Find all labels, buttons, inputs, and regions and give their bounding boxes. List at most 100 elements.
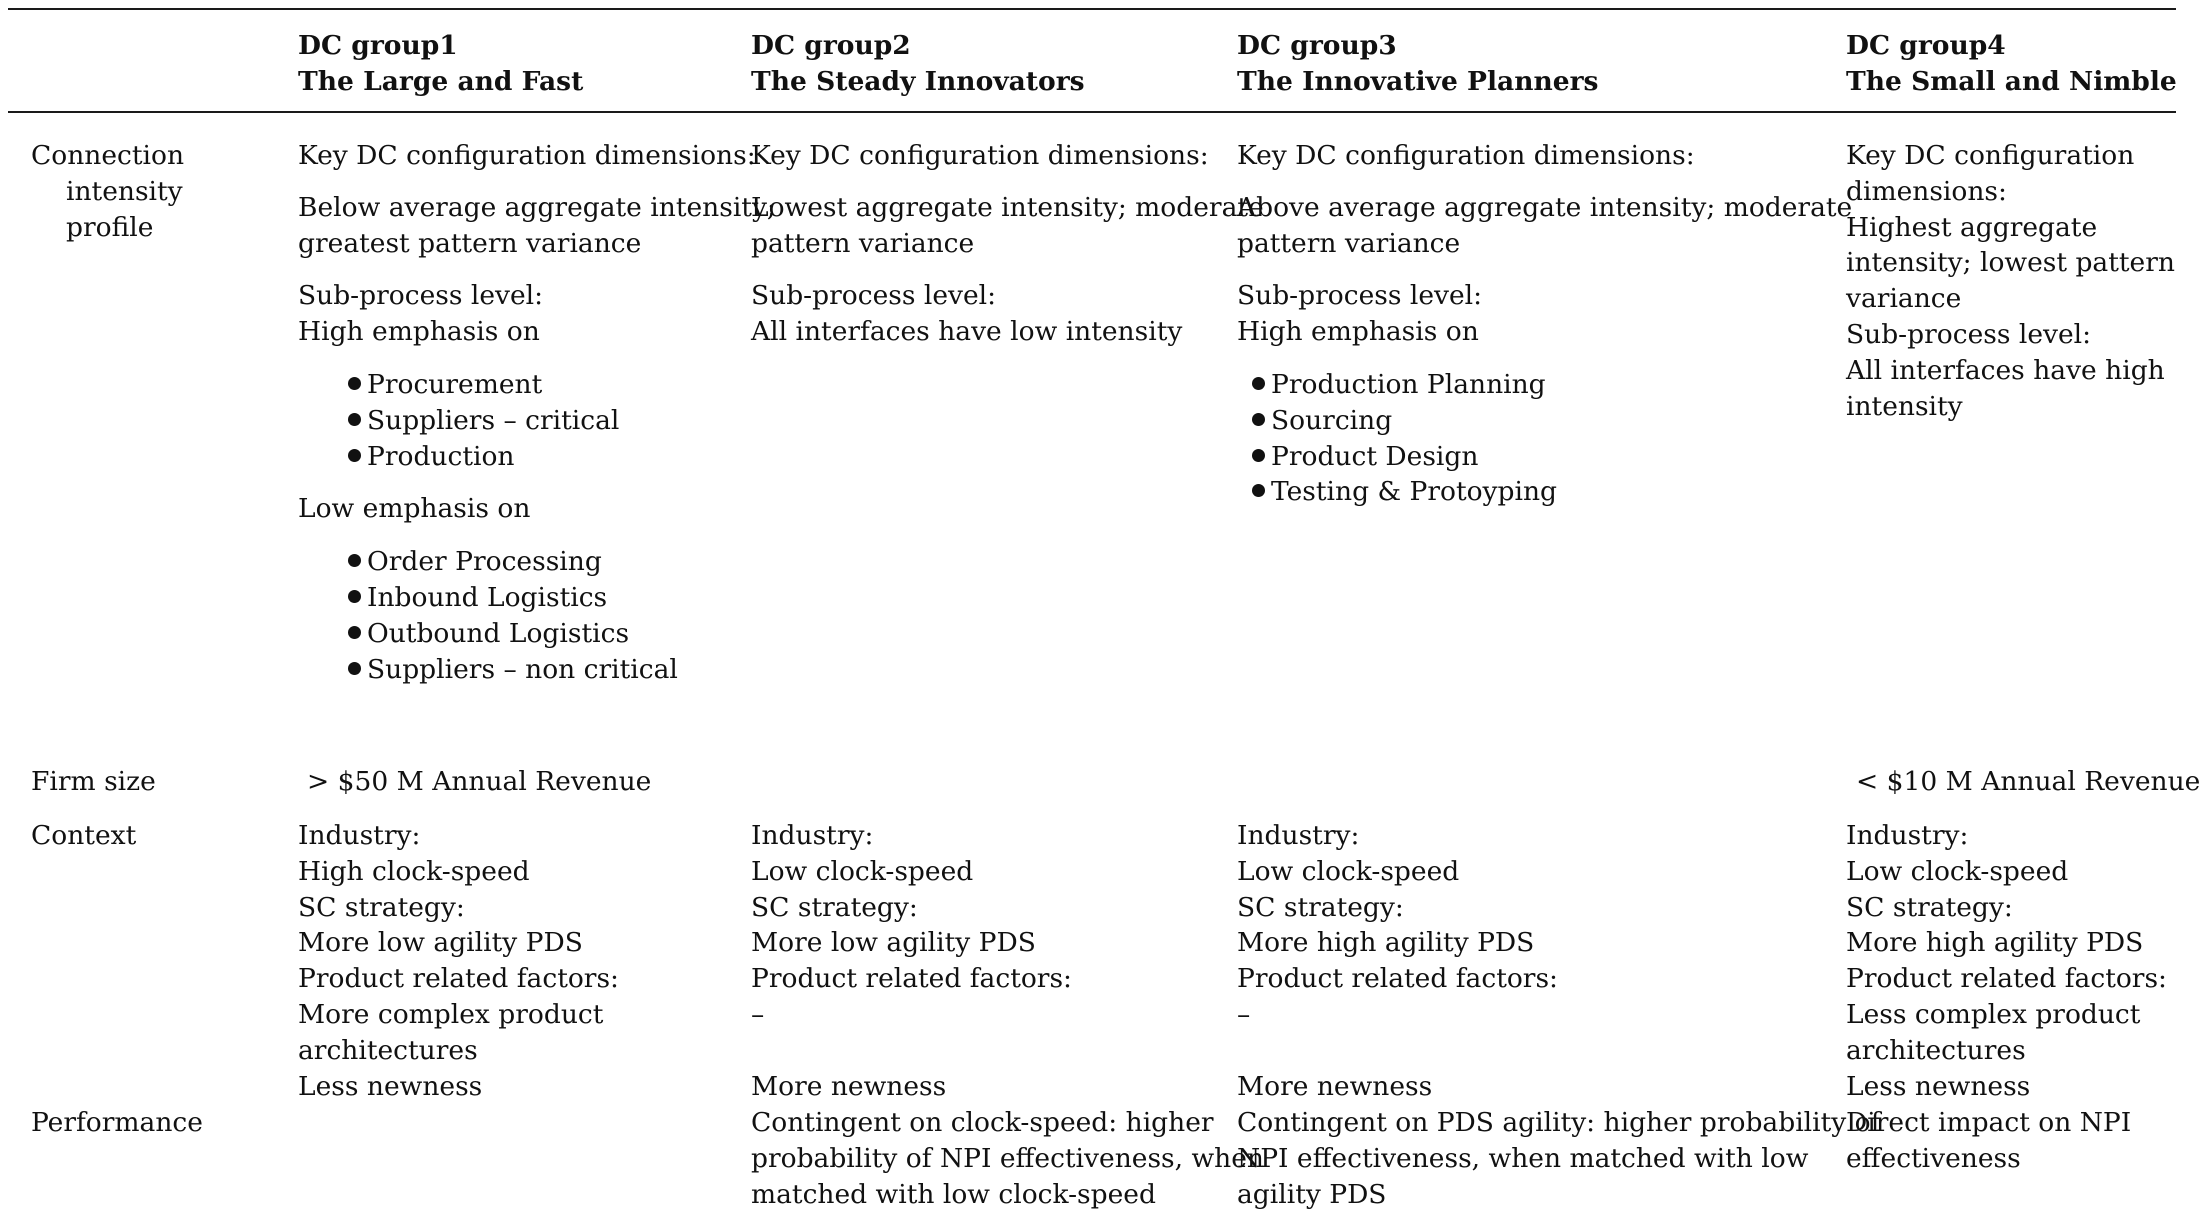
context-line: More newness xyxy=(1237,1070,1433,1102)
subprocess-detail: All interfaces have high xyxy=(1846,354,2165,386)
subprocess-heading: Sub-process level: xyxy=(751,280,997,312)
list-item: Production Planning xyxy=(1202,367,1852,403)
context-line: Industry: xyxy=(751,820,874,851)
context-line: SC strategy: xyxy=(1237,891,1404,923)
cell-performance-group2: Contingent on clock-speed: higher probab… xyxy=(751,1105,1264,1212)
subprocess-detail: All interfaces have low intensity xyxy=(751,316,1183,348)
cell-context-group2: Industry: Low clock-speed SC strategy: M… xyxy=(751,818,1072,1104)
context-line: – xyxy=(751,998,765,1030)
list-item: Product Design xyxy=(1202,439,1852,475)
context-line: More newness xyxy=(751,1070,947,1102)
context-line: Industry: xyxy=(298,820,421,851)
group1-label: DC group1 xyxy=(298,30,458,61)
context-line: Less complex product xyxy=(1846,998,2141,1030)
aggregate-text: greatest pattern variance xyxy=(298,227,642,259)
aggregate-text: pattern variance xyxy=(751,227,975,259)
cell-context-group4: Industry: Low clock-speed SC strategy: M… xyxy=(1846,818,2167,1104)
cell-connection-group3: Key DC configuration dimensions: Above a… xyxy=(1237,138,1852,510)
aggregate-text: Above average aggregate intensity; moder… xyxy=(1237,191,1853,223)
cell-context-group3: Industry: Low clock-speed SC strategy: M… xyxy=(1237,818,1558,1104)
aggregate-text: Highest aggregate xyxy=(1846,211,2098,243)
context-line: Less newness xyxy=(1846,1070,2031,1102)
configuration-table: DC group1 The Large and Fast DC group2 T… xyxy=(8,8,2200,1221)
list-item: Order Processing xyxy=(298,544,776,580)
row-label-line: profile xyxy=(66,211,154,243)
group4-name: The Small and Nimble xyxy=(1846,65,2177,97)
list-item: Procurement xyxy=(298,367,776,403)
context-line: Industry: xyxy=(1846,820,1969,851)
cell-firm-size-group4: < $10 M Annual Revenue xyxy=(1856,766,2200,797)
header-group4: DC group4 The Small and Nimble xyxy=(1846,28,2177,100)
context-line: Industry: xyxy=(1237,820,1360,851)
context-line: Less newness xyxy=(298,1070,483,1102)
subprocess-detail: intensity xyxy=(1846,390,1963,422)
aggregate-text: Below average aggregate intensity; xyxy=(298,191,776,223)
context-line: – xyxy=(1237,998,1251,1030)
aggregate-text: Lowest aggregate intensity; moderate xyxy=(751,191,1264,223)
low-emphasis-heading: Low emphasis on xyxy=(298,493,531,525)
context-line: More low agility PDS xyxy=(298,927,583,959)
list-item: Production xyxy=(298,439,776,475)
cell-firm-size-group1: > $50 M Annual Revenue xyxy=(307,766,652,797)
high-emphasis-heading: High emphasis on xyxy=(1237,316,1479,348)
context-line: Product related factors: xyxy=(1237,963,1558,995)
performance-line: matched with low clock-speed xyxy=(751,1178,1156,1210)
key-dimensions-heading: Key DC configuration dimensions: xyxy=(298,140,756,171)
cell-performance-group4: Direct impact on NPI effectiveness xyxy=(1846,1105,2131,1177)
row-label-line: Connection xyxy=(31,140,185,171)
high-emphasis-heading: High emphasis on xyxy=(298,316,540,348)
list-item: Outbound Logistics xyxy=(298,616,776,652)
list-item: Suppliers – non critical xyxy=(298,652,776,688)
high-emphasis-list: Procurement Suppliers – critical Product… xyxy=(298,367,776,474)
context-line: SC strategy: xyxy=(298,891,465,923)
high-emphasis-list: Production Planning Sourcing Product Des… xyxy=(1202,367,1852,510)
context-line: SC strategy: xyxy=(1846,891,2013,923)
performance-line: Contingent on PDS agility: higher probab… xyxy=(1237,1107,1881,1138)
header-group2: DC group2 The Steady Innovators xyxy=(751,28,1085,100)
row-label-connection: Connection intensity profile xyxy=(31,138,184,245)
key-dimensions-heading: dimensions: xyxy=(1846,175,2007,207)
top-rule xyxy=(8,8,2176,10)
cell-connection-group2: Key DC configuration dimensions: Lowest … xyxy=(751,138,1264,350)
context-line: SC strategy: xyxy=(751,891,918,923)
row-label-performance: Performance xyxy=(31,1107,203,1138)
header-group1: DC group1 The Large and Fast xyxy=(298,28,583,100)
context-line: Low clock-speed xyxy=(1846,855,2069,887)
context-line xyxy=(751,1033,1072,1069)
performance-line: agility PDS xyxy=(1237,1178,1387,1210)
subprocess-heading: Sub-process level: xyxy=(1237,280,1483,312)
header-group3: DC group3 The Innovative Planners xyxy=(1237,28,1598,100)
row-label-context: Context xyxy=(31,820,137,851)
cell-performance-group3: Contingent on PDS agility: higher probab… xyxy=(1237,1105,1880,1212)
list-item: Testing & Protoyping xyxy=(1202,474,1852,510)
aggregate-text: variance xyxy=(1846,283,1962,315)
performance-line: probability of NPI effectiveness, when xyxy=(751,1142,1264,1174)
context-line: Product related factors: xyxy=(751,963,1072,995)
performance-line: Direct impact on NPI xyxy=(1846,1107,2132,1138)
cell-connection-group1: Key DC configuration dimensions: Below a… xyxy=(298,138,776,687)
context-line: Product related factors: xyxy=(298,963,619,995)
context-line: architectures xyxy=(1846,1034,2026,1066)
context-line: Low clock-speed xyxy=(751,855,974,887)
group2-label: DC group2 xyxy=(751,30,911,61)
context-line: architectures xyxy=(298,1034,478,1066)
list-item: Suppliers – critical xyxy=(298,403,776,439)
header-rule xyxy=(8,111,2176,113)
context-line: High clock-speed xyxy=(298,855,530,887)
subprocess-heading: Sub-process level: xyxy=(298,280,544,312)
list-item: Sourcing xyxy=(1202,403,1852,439)
context-line: Low clock-speed xyxy=(1237,855,1460,887)
cell-connection-group4: Key DC configuration dimensions: Highest… xyxy=(1846,138,2175,424)
performance-line: effectiveness xyxy=(1846,1142,2021,1174)
group1-name: The Large and Fast xyxy=(298,65,584,97)
cell-context-group1: Industry: High clock-speed SC strategy: … xyxy=(298,818,619,1104)
key-dimensions-heading: Key DC configuration xyxy=(1846,140,2135,171)
key-dimensions-heading: Key DC configuration dimensions: xyxy=(751,140,1209,171)
context-line xyxy=(1237,1033,1558,1069)
row-label-firm-size: Firm size xyxy=(31,766,156,797)
row-label-line: intensity xyxy=(66,175,183,207)
aggregate-text: intensity; lowest pattern xyxy=(1846,247,2175,279)
low-emphasis-list: Order Processing Inbound Logistics Outbo… xyxy=(298,544,776,687)
context-line: More high agility PDS xyxy=(1237,927,1535,959)
performance-line: NPI effectiveness, when matched with low xyxy=(1237,1142,1809,1174)
